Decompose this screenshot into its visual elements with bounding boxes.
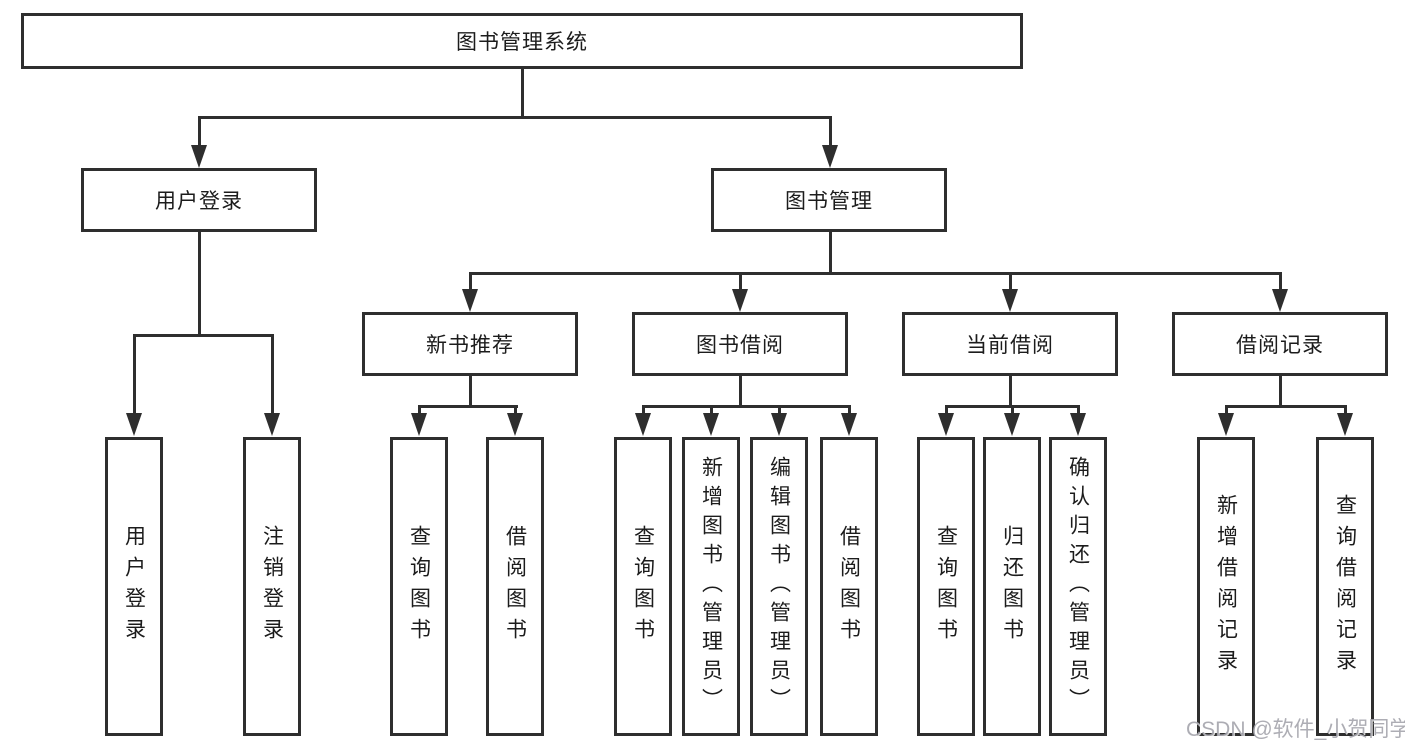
leaf-query-book-borrow: 查询图书: [614, 437, 672, 736]
node-new-book-recommend: 新书推荐: [362, 312, 578, 376]
connector-line: [1224, 404, 1347, 408]
leaf-query-book-recommend: 查询图书: [390, 437, 448, 736]
connector-line: [1224, 404, 1228, 416]
node-root: 图书管理系统: [21, 13, 1023, 69]
leaf-label: 查询图书: [631, 524, 655, 649]
node-user-login: 用户登录: [81, 168, 317, 232]
leaf-label: 归还图书: [1000, 524, 1024, 649]
connector-line: [197, 232, 201, 336]
arrowhead-icon: [703, 413, 719, 436]
connector-line: [1076, 404, 1080, 416]
leaf-borrow-book: 借阅图书: [820, 437, 878, 736]
connector-line: [1008, 376, 1012, 407]
leaf-label: 确认归还（管理员）: [1066, 456, 1090, 717]
connector-line: [468, 271, 472, 291]
arrowhead-icon: [822, 145, 838, 168]
arrowhead-icon: [771, 413, 787, 436]
leaf-label: 查询图书: [934, 524, 958, 649]
arrowhead-icon: [1070, 413, 1086, 436]
arrowhead-icon: [264, 413, 280, 436]
node-book-management: 图书管理: [711, 168, 947, 232]
connector-line: [468, 271, 1282, 275]
arrowhead-icon: [635, 413, 651, 436]
connector-line: [417, 404, 518, 408]
connector-line: [270, 333, 274, 415]
arrowhead-icon: [507, 413, 523, 436]
connector-line: [709, 404, 713, 416]
connector-line: [828, 115, 832, 147]
connector-line: [828, 232, 832, 273]
leaf-query-book-current: 查询图书: [917, 437, 975, 736]
leaf-user-login: 用户登录: [105, 437, 163, 736]
connector-line: [513, 404, 517, 416]
leaf-logout: 注销登录: [243, 437, 301, 736]
connector-line: [1343, 404, 1347, 416]
arrowhead-icon: [841, 413, 857, 436]
connector-line: [197, 115, 832, 119]
connector-line: [197, 115, 201, 147]
connector-line: [1278, 376, 1282, 407]
connector-line: [468, 376, 472, 407]
node-book-borrow: 图书借阅: [632, 312, 848, 376]
leaf-label: 借阅图书: [837, 524, 861, 649]
connector-line: [1008, 271, 1012, 291]
connector-line: [777, 404, 781, 416]
leaf-label: 查询借阅记录: [1333, 493, 1357, 680]
leaf-borrow-book-recommend: 借阅图书: [486, 437, 544, 736]
arrowhead-icon: [1272, 289, 1288, 312]
arrowhead-icon: [462, 289, 478, 312]
arrowhead-icon: [1004, 413, 1020, 436]
leaf-label: 编辑图书（管理员）: [767, 456, 791, 717]
arrowhead-icon: [1218, 413, 1234, 436]
node-current-borrow: 当前借阅: [902, 312, 1118, 376]
csdn-watermark: CSDN @软件_小贺同学: [1186, 718, 1405, 741]
connector-line: [738, 271, 742, 291]
arrowhead-icon: [126, 413, 142, 436]
leaf-edit-book-admin: 编辑图书（管理员）: [750, 437, 808, 736]
connector-line: [417, 404, 421, 416]
leaf-label: 新增图书（管理员）: [699, 456, 723, 717]
connector-line: [520, 69, 524, 117]
leaf-confirm-return-admin: 确认归还（管理员）: [1049, 437, 1107, 736]
leaf-label: 查询图书: [407, 524, 431, 649]
connector-line: [847, 404, 851, 416]
connector-line: [132, 333, 136, 415]
leaf-query-borrow-record: 查询借阅记录: [1316, 437, 1374, 736]
leaf-label: 新增借阅记录: [1214, 493, 1238, 680]
leaf-add-borrow-record: 新增借阅记录: [1197, 437, 1255, 736]
connector-line: [641, 404, 645, 416]
arrowhead-icon: [1002, 289, 1018, 312]
connector-line: [1010, 404, 1014, 416]
node-borrow-record: 借阅记录: [1172, 312, 1388, 376]
leaf-add-book-admin: 新增图书（管理员）: [682, 437, 740, 736]
arrowhead-icon: [1337, 413, 1353, 436]
connector-line: [944, 404, 948, 416]
connector-line: [1278, 271, 1282, 291]
arrowhead-icon: [411, 413, 427, 436]
arrowhead-icon: [191, 145, 207, 168]
leaf-return-book: 归还图书: [983, 437, 1041, 736]
arrowhead-icon: [732, 289, 748, 312]
connector-line: [738, 376, 742, 407]
leaf-label: 注销登录: [260, 524, 284, 649]
leaf-label: 用户登录: [122, 524, 146, 649]
connector-line: [641, 404, 851, 408]
arrowhead-icon: [938, 413, 954, 436]
leaf-label: 借阅图书: [503, 524, 527, 649]
connector-line: [132, 333, 274, 337]
